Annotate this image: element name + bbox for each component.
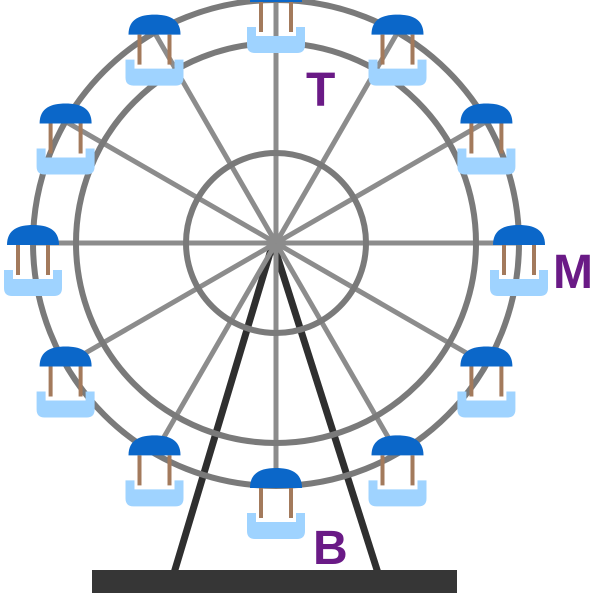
cabin [457, 346, 516, 418]
wheel-spoke [274, 119, 488, 246]
support-leg-right [269, 241, 382, 575]
cabin [247, 0, 305, 53]
cabin [125, 14, 184, 86]
wheel [30, 0, 522, 489]
cabin [368, 435, 427, 507]
wheel-spoke [273, 241, 400, 455]
wheel-spoke [273, 31, 400, 245]
label-bottom: B [313, 522, 348, 575]
cabin [247, 468, 305, 539]
wheel-spoke [64, 119, 278, 246]
cabin [125, 435, 184, 507]
ground-base [92, 570, 457, 593]
hub-ring [183, 150, 369, 336]
support-frame [92, 241, 457, 593]
label-middle: M [553, 246, 593, 299]
cabin [36, 103, 95, 175]
cabins [4, 0, 548, 539]
cabin [4, 225, 62, 296]
wheel-spoke [152, 241, 279, 455]
wheel-spoke [152, 31, 279, 245]
cabin [368, 14, 427, 86]
cabin [36, 346, 95, 418]
support-leg-left [170, 241, 277, 575]
cabin [457, 103, 516, 175]
cabin [490, 225, 548, 296]
label-top: T [306, 64, 335, 117]
